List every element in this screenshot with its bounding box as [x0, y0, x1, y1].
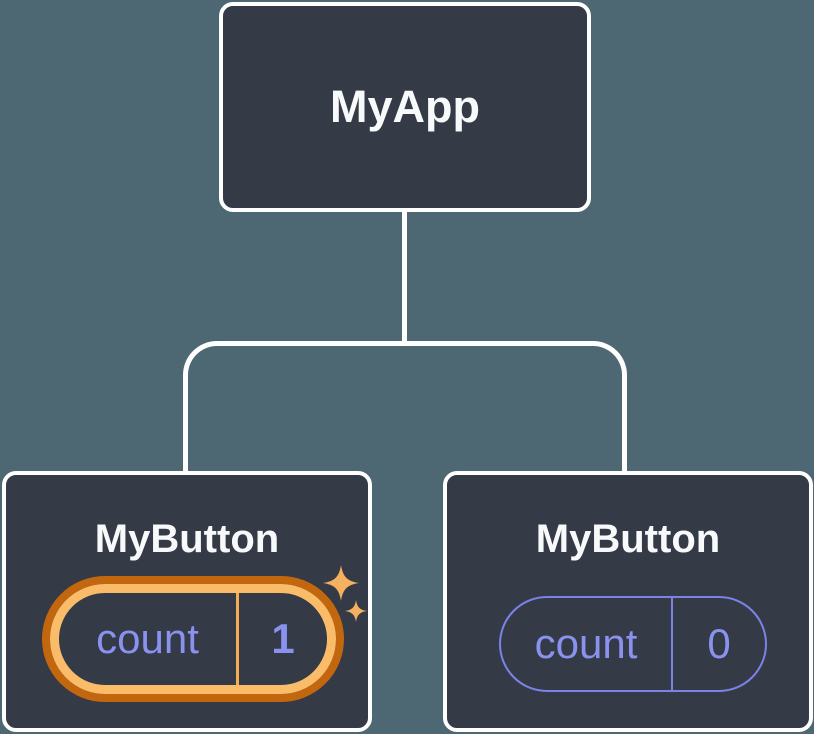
node-myapp: MyApp: [219, 2, 591, 212]
sparkles-icon: [323, 565, 367, 622]
node-myapp-label: MyApp: [330, 81, 480, 132]
state-pill: count 0: [499, 596, 767, 692]
state-name: count: [96, 615, 199, 662]
node-mybutton-left-label: MyButton: [94, 517, 280, 561]
node-mybutton-left: MyButton count 1: [2, 471, 372, 732]
node-mybutton-right: MyButton count 0: [443, 471, 813, 732]
connector-branch-lines: [183, 341, 627, 473]
node-mybutton-right-label: MyButton: [535, 517, 721, 561]
state-value: 1: [271, 615, 295, 662]
state-pill-highlighted-inner: count 1: [50, 584, 336, 694]
state-value: 0: [707, 620, 731, 667]
state-name: count: [534, 620, 638, 667]
state-pill-highlighted: count 1: [42, 576, 344, 702]
state-pill-divider: [671, 598, 673, 690]
state-pill-divider: [236, 593, 239, 685]
connector-root-line: [402, 209, 407, 345]
